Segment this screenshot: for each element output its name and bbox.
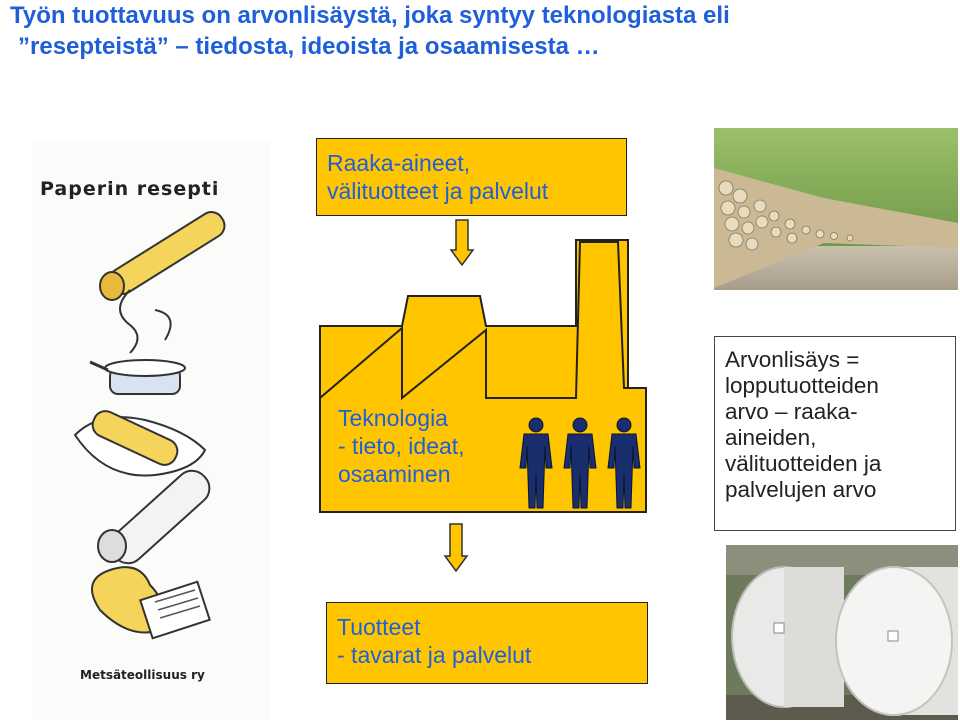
recipe-illustration bbox=[73, 211, 226, 640]
metsateollisuus-logo: Metsäteollisuus ry bbox=[80, 668, 205, 682]
factory-outline bbox=[319, 241, 647, 513]
worker-icon bbox=[563, 417, 597, 509]
value-line-5: välituotteiden ja bbox=[725, 451, 882, 476]
rolling-pin-icon bbox=[73, 410, 207, 477]
workers-group bbox=[519, 417, 641, 509]
recipe-heading: Paperin resepti bbox=[40, 178, 220, 200]
log-icon bbox=[99, 211, 226, 301]
raw-materials-line-1: Raaka-aineet, bbox=[327, 150, 471, 176]
products-line-2: - tavarat ja palvelut bbox=[337, 642, 532, 668]
title-line-1: Työn tuottavuus on arvonlisäystä, joka s… bbox=[10, 2, 730, 29]
arrow-down-icon bbox=[443, 523, 469, 573]
cooking-pot-icon bbox=[89, 289, 186, 395]
factory-line-3: osaaminen bbox=[338, 461, 451, 487]
raw-materials-box: Raaka-aineet, välituotteet ja palvelut bbox=[316, 138, 627, 216]
value-line-2: lopputuotteiden bbox=[725, 373, 879, 398]
value-added-box: Arvonlisäys = lopputuotteiden arvo – raa… bbox=[714, 336, 956, 531]
factory-text: Teknologia - tieto, ideat, osaaminen bbox=[338, 404, 465, 488]
factory-line-2: - tieto, ideat, bbox=[338, 433, 465, 459]
paper-rolls-photo bbox=[726, 545, 958, 720]
dog-newspaper-icon bbox=[91, 566, 211, 640]
paper-roll-icon bbox=[97, 469, 211, 565]
value-line-6: palvelujen arvo bbox=[725, 477, 877, 502]
log-pile-photo bbox=[714, 128, 958, 290]
arrow-down-icon bbox=[449, 219, 475, 267]
products-line-1: Tuotteet bbox=[337, 614, 421, 640]
raw-materials-line-2: välituotteet ja palvelut bbox=[327, 178, 549, 204]
value-line-4: aineiden, bbox=[725, 425, 817, 450]
factory-line-1: Teknologia bbox=[338, 405, 448, 431]
worker-icon bbox=[607, 417, 641, 509]
title-line-2: ”resepteistä” – tiedosta, ideoista ja os… bbox=[18, 33, 600, 60]
value-line-1: Arvonlisäys = bbox=[725, 347, 860, 372]
products-box: Tuotteet - tavarat ja palvelut bbox=[326, 602, 648, 684]
slide-title: Työn tuottavuus on arvonlisäystä, joka s… bbox=[10, 0, 910, 62]
worker-icon bbox=[519, 417, 553, 509]
value-line-3: arvo – raaka- bbox=[725, 399, 858, 424]
